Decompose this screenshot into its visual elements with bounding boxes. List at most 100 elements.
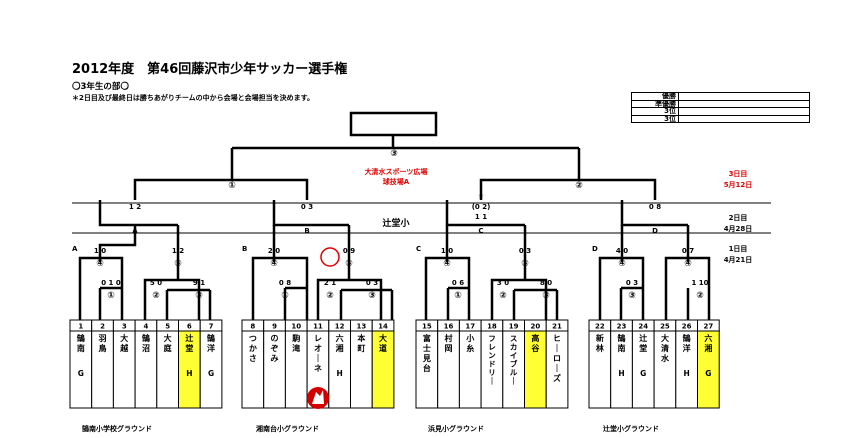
team-name: 鵠南 — [77, 333, 85, 353]
team-tag: H — [337, 369, 343, 378]
day1-date: 4月21日 — [724, 256, 753, 264]
team-number: 7 — [209, 323, 214, 331]
b-sub1: ① — [281, 291, 289, 301]
b-sub3: ③ — [368, 291, 376, 301]
team-number: 5 — [165, 323, 170, 331]
results-row-third: 3位 — [631, 114, 810, 123]
d-sub2: ② — [696, 291, 704, 301]
team-number: 16 — [444, 323, 454, 331]
block-b-label: B — [304, 227, 309, 235]
d-r4: ④ — [618, 259, 626, 269]
team-name: 辻堂 — [185, 333, 193, 353]
team-cell: 2 羽鳥 — [91, 319, 114, 409]
team-name: 駒滝 — [291, 333, 300, 353]
day3-label: 3日目 — [729, 170, 748, 178]
team-number: 24 — [638, 323, 648, 331]
block-c-tag: C — [416, 245, 421, 253]
d-r4b: ④ — [684, 259, 692, 269]
c-sub1: ① — [454, 291, 462, 301]
team-name: つかさ — [249, 334, 257, 363]
team-cells: 1鵠南G2羽鳥3大越4鵠沼5大庭6辻堂H7鵠洋G8つかさ9のぞみ10駒滝11レオ… — [69, 319, 720, 409]
team-name: 羽鳥 — [99, 334, 107, 353]
block-a-tag: A — [72, 245, 78, 253]
a-sub1-score: 0 1 0 — [101, 279, 121, 287]
team-number: 11 — [313, 323, 323, 331]
a-sub2-score: 5 0 — [150, 279, 162, 287]
team-number: 18 — [487, 323, 497, 331]
b-r1-score-b: 0 9 — [343, 247, 355, 255]
team-number: 14 — [378, 323, 388, 331]
ground-b: 湘南台小グラウンド — [256, 424, 319, 433]
team-name: レオ｜ネ — [314, 334, 322, 373]
a-sub3: ③ — [195, 291, 203, 301]
a-sub1: ① — [107, 291, 115, 301]
division-subtitle: 〇3年生の部〇 — [72, 82, 129, 92]
game-semi1-label: ① — [228, 181, 236, 191]
d-sub1-score: 0 3 — [626, 279, 638, 287]
b-sub2: ② — [326, 291, 334, 301]
team-name-cell — [545, 330, 569, 409]
a-r1-score-b: 1 2 — [172, 247, 184, 255]
team-number: 9 — [272, 323, 277, 331]
team-name-cell — [199, 330, 223, 409]
team-number: 20 — [530, 323, 540, 331]
game-semi2-label: ② — [575, 181, 583, 191]
c-r4: ④ — [443, 259, 451, 269]
semi2-score-a: (0 2) — [472, 203, 491, 211]
block-d-tag: D — [592, 245, 598, 253]
day2-lines — [98, 200, 690, 262]
results-table: 優勝 準優勝 3位 3位 — [631, 92, 810, 123]
team-cell: 10 駒滝 — [284, 319, 308, 409]
d-sub1: ③ — [628, 291, 636, 301]
d-r1-score-b: 0 7 — [682, 247, 694, 255]
team-number: 3 — [122, 323, 127, 331]
team-name: 鵠洋 — [207, 333, 215, 353]
results-value — [678, 114, 810, 123]
team-tag: H — [684, 369, 690, 378]
team-number: 6 — [187, 323, 192, 331]
final-venue-line2: 球技場A — [383, 177, 410, 186]
team-name: 高谷 — [530, 333, 540, 353]
team-name: 新林 — [596, 333, 604, 353]
team-cell: 1 鵠南 G — [69, 319, 93, 409]
team-name: 本町 — [356, 333, 365, 353]
team-cell: 4鵠沼 — [134, 319, 158, 409]
team-number: 17 — [465, 323, 475, 331]
team-tag: G — [208, 369, 214, 378]
semi2-star: ☆ — [478, 192, 484, 200]
team-name: 村岡 — [445, 333, 453, 353]
team-number: 1 — [78, 323, 83, 331]
team-number: 26 — [682, 323, 692, 331]
team-tag: H — [618, 369, 624, 378]
schedule-note: ＊2日目及び最終日は勝ちあがりチームの中から会場と会場担当を決めます。 — [72, 94, 314, 102]
team-cell: 5大庭 — [156, 319, 180, 409]
team-tag: G — [78, 369, 84, 378]
b-sub1-score: 0 8 — [279, 279, 291, 287]
b-r4: ④ — [270, 259, 278, 269]
final-lines — [133, 135, 657, 200]
day2-date: 4月28日 — [724, 225, 753, 233]
team-number: 10 — [291, 323, 301, 331]
c-r5: ⑤ — [521, 259, 529, 269]
team-number: 23 — [617, 323, 627, 331]
semi1-score: 1 2 — [129, 203, 141, 211]
b-r5: ⑤ — [345, 259, 353, 269]
semi2-score-b: 1 1 — [475, 213, 487, 221]
team-cell: 16 村岡 — [437, 319, 460, 409]
guide-lines — [72, 202, 771, 234]
team-number: 15 — [422, 323, 432, 331]
team-name: 六湘 — [336, 333, 344, 353]
team-number: 2 — [100, 323, 105, 331]
final-venue-line1: 大清水スポーツ広場 — [365, 167, 428, 176]
